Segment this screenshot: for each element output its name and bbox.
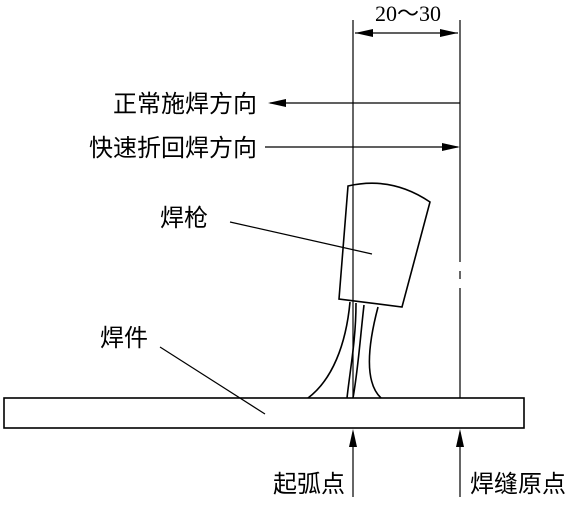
reference-line-gap xyxy=(456,262,464,271)
wire-inner-left xyxy=(346,302,357,399)
wire-inner-right xyxy=(352,304,365,399)
workpiece-leader-line xyxy=(159,346,266,415)
seam-origin-arrowhead xyxy=(456,429,464,447)
torch-leader-line xyxy=(229,221,373,255)
seam-origin-label: 焊缝原点 xyxy=(470,470,566,498)
reference-line-gap xyxy=(456,279,464,288)
wire-left-curve xyxy=(307,301,351,399)
dimension-arrow-right xyxy=(440,29,458,37)
wire-right-curve xyxy=(368,306,382,399)
normal-direction-label: 正常施焊方向 xyxy=(113,90,257,118)
dimension-arrow-left xyxy=(355,29,373,37)
normal-direction-arrowhead xyxy=(268,99,286,107)
arc-start-label: 起弧点 xyxy=(273,470,345,498)
dimension-label: 20～30 xyxy=(375,1,441,26)
arc-start-arrowhead xyxy=(349,429,357,447)
workpiece-plate xyxy=(3,397,525,429)
torch-label: 焊枪 xyxy=(160,204,208,232)
fast-return-direction-arrowhead xyxy=(442,143,460,151)
workpiece-label: 焊件 xyxy=(100,324,148,352)
torch-body xyxy=(338,182,431,308)
fast-return-direction-label: 快速折回焊方向 xyxy=(89,134,257,162)
